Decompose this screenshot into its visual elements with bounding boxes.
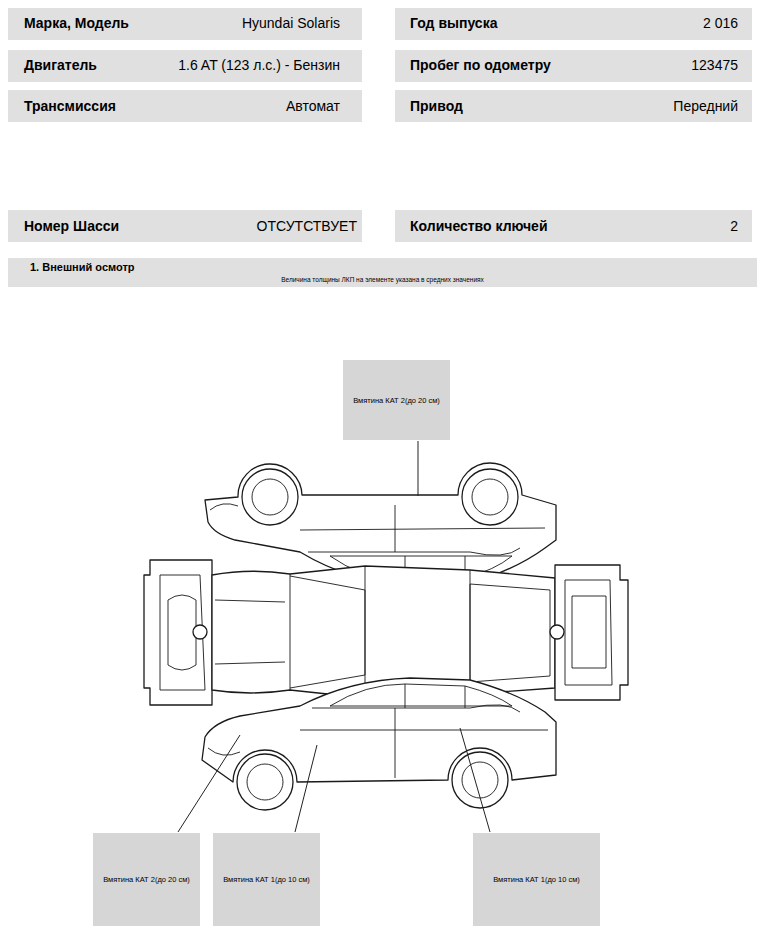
callout-box: Вмятина КАТ 2(до 20 см) bbox=[343, 360, 450, 440]
leader-line bbox=[418, 441, 419, 496]
leader-line bbox=[460, 728, 490, 832]
field-value: 123475 bbox=[600, 57, 738, 74]
callout-box: Вмятина КАТ 1(до 10 см) bbox=[213, 833, 320, 926]
field-name: Двигатель bbox=[24, 57, 144, 74]
field-bar bbox=[395, 90, 752, 122]
field-value: Hyundai Solaris bbox=[150, 15, 340, 32]
field-value: ОТСУТСТВУЕТ bbox=[180, 218, 357, 235]
callout-text: Вмятина КАТ 2(до 20 см) bbox=[353, 396, 440, 405]
car-side-bottom bbox=[202, 678, 556, 810]
callout-text: Вмятина КАТ 1(до 10 см) bbox=[223, 875, 310, 884]
field-value: 2 bbox=[640, 218, 738, 235]
field-bar bbox=[8, 210, 362, 242]
field-value: Автомат bbox=[200, 98, 340, 115]
callout-text: Вмятина КАТ 2(до 20 см) bbox=[103, 875, 190, 884]
field-name: Количество ключей bbox=[410, 218, 610, 235]
field-name: Номер Шасси bbox=[24, 218, 174, 235]
callout-box: Вмятина КАТ 1(до 10 см) bbox=[473, 833, 600, 926]
field-name: Год выпуска bbox=[410, 15, 610, 32]
field-value: 1.6 AT (123 л.с.) - Бензин bbox=[120, 57, 340, 74]
field-value: Величина толщины ЛКП на элементе указана… bbox=[8, 276, 757, 284]
section-bar bbox=[8, 258, 757, 287]
field-bar bbox=[8, 90, 362, 122]
header-bars bbox=[8, 8, 757, 287]
field-value: 2 016 bbox=[560, 15, 738, 32]
field-bar bbox=[8, 8, 362, 40]
field-bar bbox=[395, 8, 752, 40]
callout-text: Вмятина КАТ 1(до 10 см) bbox=[493, 875, 580, 884]
leader-lines bbox=[178, 441, 490, 832]
field-name: 1. Внешний осмотр bbox=[30, 261, 280, 274]
leader-line bbox=[295, 745, 317, 832]
field-bar bbox=[395, 50, 752, 82]
field-name: Трансмиссия bbox=[24, 98, 174, 115]
field-bar bbox=[395, 210, 752, 242]
field-bar bbox=[8, 50, 362, 82]
field-name: Пробег по одометру bbox=[410, 57, 610, 74]
field-name: Привод bbox=[410, 98, 560, 115]
field-name: Марка, Модель bbox=[24, 15, 224, 32]
field-value: Передний bbox=[580, 98, 738, 115]
callout-box: Вмятина КАТ 2(до 20 см) bbox=[93, 833, 200, 926]
leader-line bbox=[178, 735, 240, 832]
